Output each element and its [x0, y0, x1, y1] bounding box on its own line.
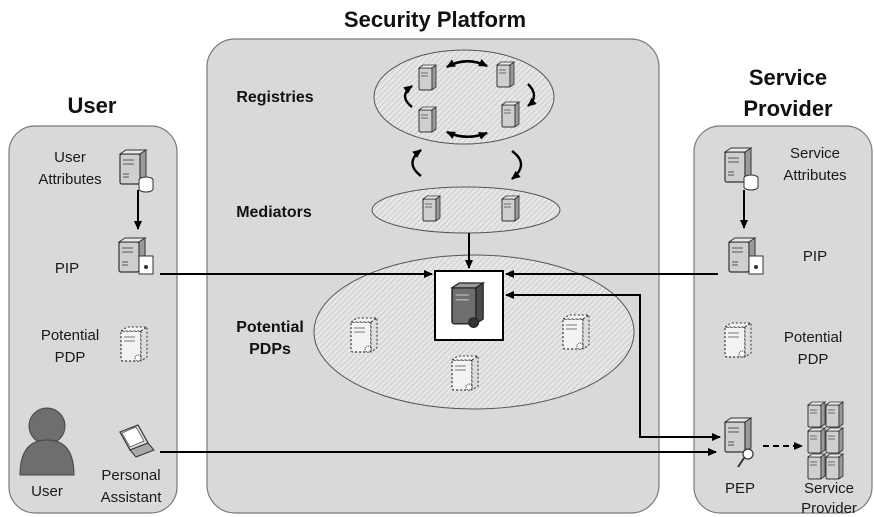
registry-sync-arrow	[527, 83, 537, 107]
mediators-cluster	[371, 186, 561, 234]
registries-label: Registries	[236, 89, 313, 106]
registries-cluster	[373, 49, 555, 145]
registry-server-icon	[496, 61, 515, 88]
service-attributes-label-line2: Attributes	[783, 167, 846, 184]
service-pip-label: PIP	[803, 248, 827, 265]
pep-server-icon	[724, 417, 754, 468]
security-platform-title: Security Platform	[344, 7, 526, 32]
pep-label: PEP	[725, 480, 755, 497]
service-pip-server-icon	[728, 237, 764, 275]
mediators-label: Mediators	[236, 204, 312, 221]
service-potential-pdp-label-line2: PDP	[798, 351, 829, 368]
service-provider-server-farm-icon	[807, 401, 844, 480]
selected-pdp-server-icon	[450, 281, 486, 329]
service-provider-panel	[693, 125, 873, 514]
service-attributes-label-line1: Service	[790, 145, 840, 162]
mediator-server-icon	[422, 195, 441, 222]
user-potential-pdp-label-line2: PDP	[55, 349, 86, 366]
potential-pdps-label-line2: PDPs	[249, 341, 291, 358]
user-attributes-label-line1: User	[54, 149, 86, 166]
user-label: User	[31, 483, 63, 500]
user-potential-pdp-label-line1: Potential	[41, 327, 99, 344]
service-attributes-database-icon	[724, 147, 759, 191]
registry-server-icon	[418, 106, 437, 133]
personal-assistant-laptop-icon	[119, 424, 155, 458]
user-pip-label: PIP	[55, 260, 79, 277]
registry-sync-arrow	[403, 85, 413, 108]
service-potential-pdp-server-icon	[724, 322, 752, 358]
potential-pdp-server-icon	[350, 317, 378, 353]
registry-server-icon	[418, 64, 437, 91]
registry-server-icon	[501, 101, 520, 128]
service-provider-label-line1: Service	[804, 480, 854, 497]
user-attributes-label-line2: Attributes	[38, 171, 101, 188]
service-provider-title-line2: Provider	[743, 96, 833, 121]
personal-assistant-label-line1: Personal	[101, 467, 160, 484]
potential-pdp-server-icon	[562, 314, 590, 350]
mediator-server-icon	[501, 195, 520, 222]
user-pip-server-icon	[118, 237, 154, 275]
potential-pdps-label-line1: Potential	[236, 319, 304, 336]
service-potential-pdp-label-line1: Potential	[784, 329, 842, 346]
registry-sync-arrow	[446, 130, 488, 140]
registry-sync-arrow	[446, 59, 488, 69]
user-potential-pdp-server-icon	[120, 326, 148, 362]
user-person-icon	[19, 407, 75, 476]
mediator-registry-arrow	[411, 149, 422, 177]
potential-pdp-server-icon	[451, 355, 479, 391]
registry-mediator-arrow	[511, 150, 523, 180]
service-provider-title-line1: Service	[749, 65, 827, 90]
user-title: User	[68, 93, 117, 118]
personal-assistant-label-line2: Assistant	[101, 489, 163, 506]
user-attributes-database-icon	[119, 149, 154, 193]
service-provider-label-line2: Provider	[801, 500, 857, 517]
